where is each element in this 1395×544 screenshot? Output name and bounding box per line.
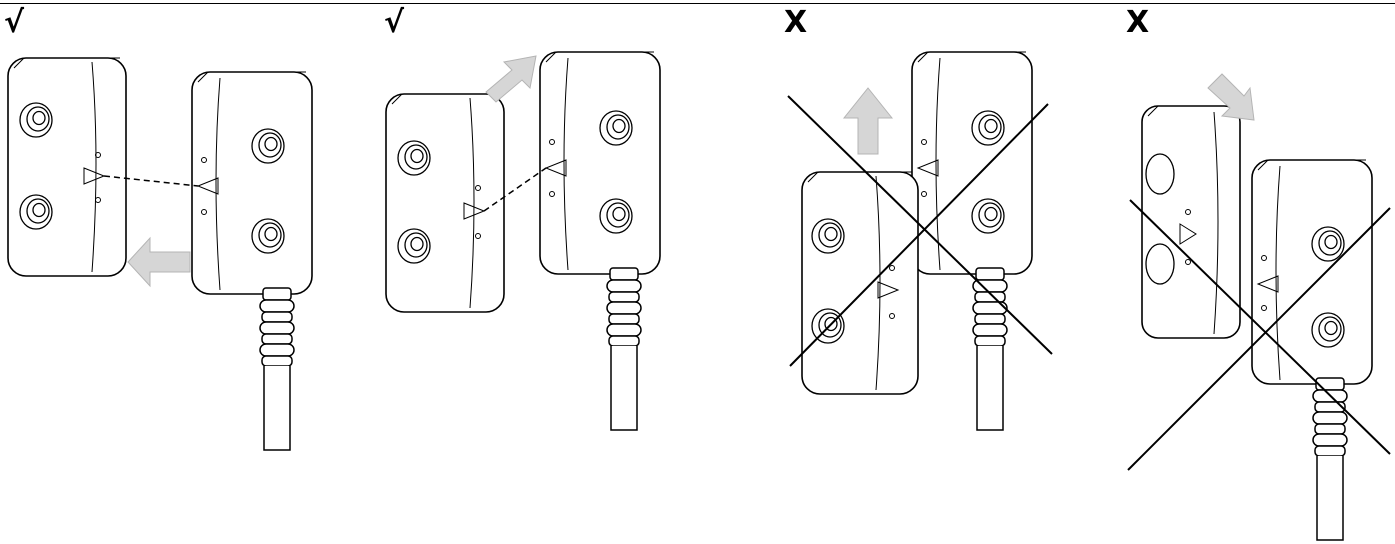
cross-line-1 xyxy=(787,95,1053,355)
actuator-left xyxy=(1141,105,1241,339)
actuator-left xyxy=(7,57,127,277)
panel-4 xyxy=(1127,73,1391,541)
panel-2 xyxy=(385,51,661,431)
cross-line-2 xyxy=(1127,207,1391,471)
move-arrow-down-right xyxy=(1207,73,1255,121)
panel-3 xyxy=(787,51,1053,431)
alignment-line xyxy=(103,175,199,187)
sensor-right xyxy=(539,51,661,431)
sensor-right xyxy=(191,71,313,451)
move-arrow-up-right xyxy=(485,55,537,103)
move-arrow-up xyxy=(842,87,894,155)
sensor-right xyxy=(911,51,1033,431)
cross-line-2 xyxy=(789,103,1049,367)
panel-1 xyxy=(7,57,313,451)
panel-1-mark: √ xyxy=(4,5,25,40)
actuator-left xyxy=(801,171,919,395)
panel-3-mark: X xyxy=(784,5,808,40)
panel-4-mark: X xyxy=(1126,5,1150,40)
cross-line-1 xyxy=(1129,199,1391,455)
alignment-line xyxy=(483,167,547,212)
panel-2-mark: √ xyxy=(384,5,405,40)
actuator-left xyxy=(385,93,505,313)
move-arrow-left xyxy=(127,236,191,288)
sensor-right xyxy=(1251,159,1373,541)
top-rule xyxy=(0,3,1395,4)
